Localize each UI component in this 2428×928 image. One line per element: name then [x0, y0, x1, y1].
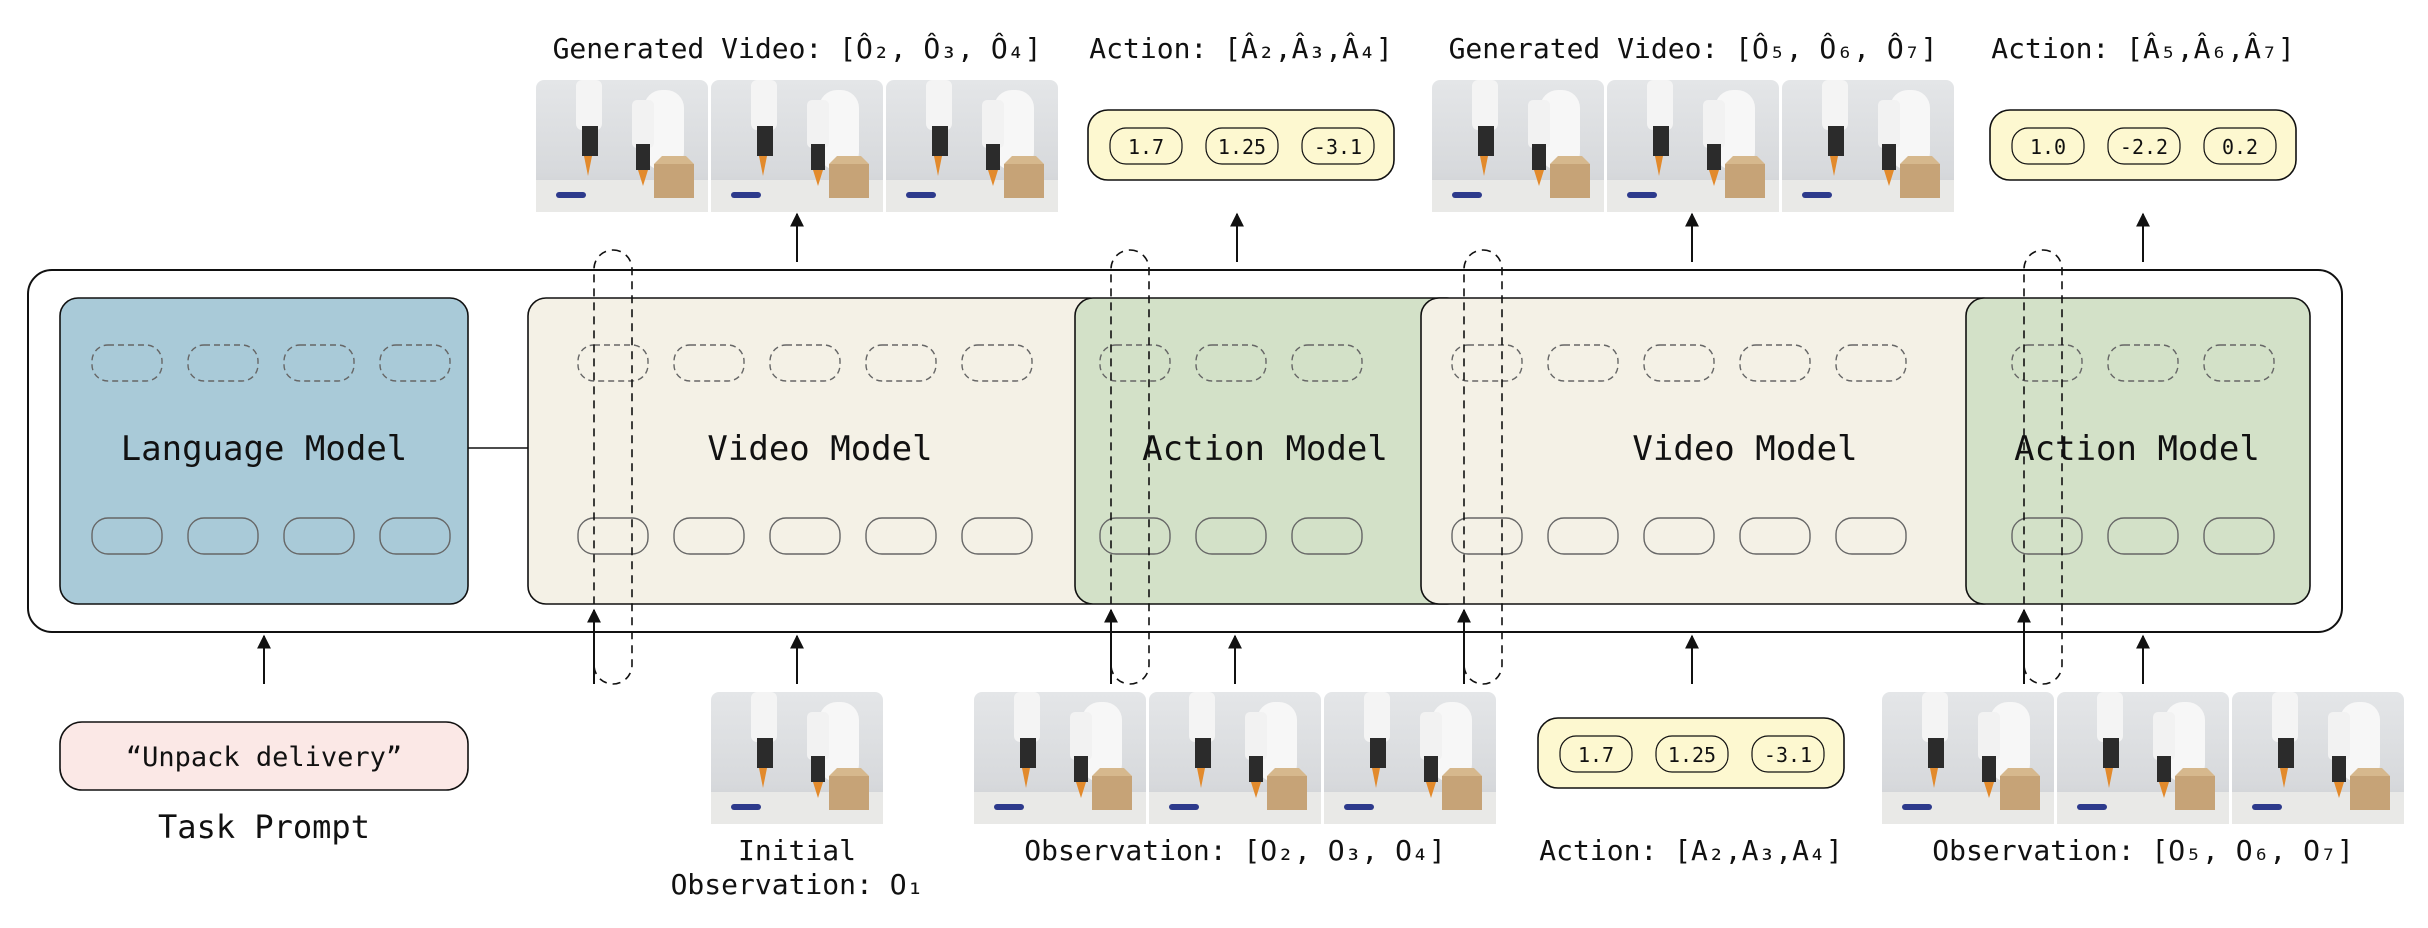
observation-frame [1149, 692, 1321, 824]
action-output-box-2-values: 1.0 -2.2 0.2 [2011, 127, 2277, 165]
observation-frames-1 [974, 692, 1496, 824]
video-model-label-2: Video Model [1632, 429, 1857, 469]
video-frame [536, 80, 708, 212]
observation-frame [1882, 692, 2054, 824]
video-model-label-1: Video Model [707, 429, 932, 469]
generated-video-label-2: Generated Video: [Ô₅, Ô₆, Ô₇] [1448, 32, 1938, 65]
observation-frames-2 [1882, 692, 2404, 824]
value-chip: 1.0 [2030, 135, 2066, 159]
observation-frame [1324, 692, 1496, 824]
value-chip: -2.2 [2120, 135, 2168, 159]
task-prompt-box [59, 721, 469, 791]
value-chip: -3.1 [1314, 135, 1362, 159]
action-input-box-values: 1.7 1.25 -3.1 [1559, 735, 1825, 773]
grouping-capsules [593, 249, 2063, 685]
observation-frame [2057, 692, 2229, 824]
token-pills [91, 344, 2275, 555]
observation-label-1: Observation: [O₂, O₃, O₄] [1024, 834, 1446, 867]
action-output-label-2: Action: [Â₅,Â₆,Â₇] [1991, 32, 2295, 65]
video-frame [1782, 80, 1954, 212]
initial-observation-label-line2: Observation: O₁ [670, 868, 924, 901]
action-model-label-2: Action Model [2014, 429, 2260, 469]
generated-video-label-1: Generated Video: [Ô₂, Ô₃, Ô₄] [552, 32, 1042, 65]
value-chip: 1.7 [1128, 135, 1164, 159]
action-output-box-1-values: 1.7 1.25 -3.1 [1109, 127, 1375, 165]
generated-video-frames-1 [536, 80, 1058, 212]
value-chip: 1.25 [1218, 135, 1266, 159]
action-model-label-1: Action Model [1142, 429, 1388, 469]
video-frame [1432, 80, 1604, 212]
video-frame [886, 80, 1058, 212]
output-arrows [790, 212, 2150, 262]
value-chip: 1.7 [1578, 743, 1614, 767]
action-output-label-1: Action: [Â₂,Â₃,Â₄] [1089, 32, 1393, 65]
initial-observation-label-line1: Initial [737, 834, 856, 867]
video-frame [1607, 80, 1779, 212]
observation-frame [974, 692, 1146, 824]
action-input-label: Action: [A₂,A₃,A₄] [1539, 834, 1843, 867]
language-model-block [59, 297, 469, 605]
generated-video-frames-2 [1432, 80, 1954, 212]
input-arrows [257, 608, 2150, 684]
task-prompt-text: “Unpack delivery” [126, 742, 402, 773]
observation-frame [2232, 692, 2404, 824]
observation-label-2: Observation: [O₅, O₆, O₇] [1932, 834, 2354, 867]
value-chip: 0.2 [2222, 135, 2258, 159]
language-model-label: Language Model [121, 429, 408, 469]
initial-observation-frame [711, 692, 883, 824]
action-model-block-2 [1965, 297, 2311, 605]
task-prompt-label: Task Prompt [158, 808, 370, 846]
value-chip: 1.25 [1668, 743, 1716, 767]
value-chip: -3.1 [1764, 743, 1812, 767]
video-frame [711, 80, 883, 212]
